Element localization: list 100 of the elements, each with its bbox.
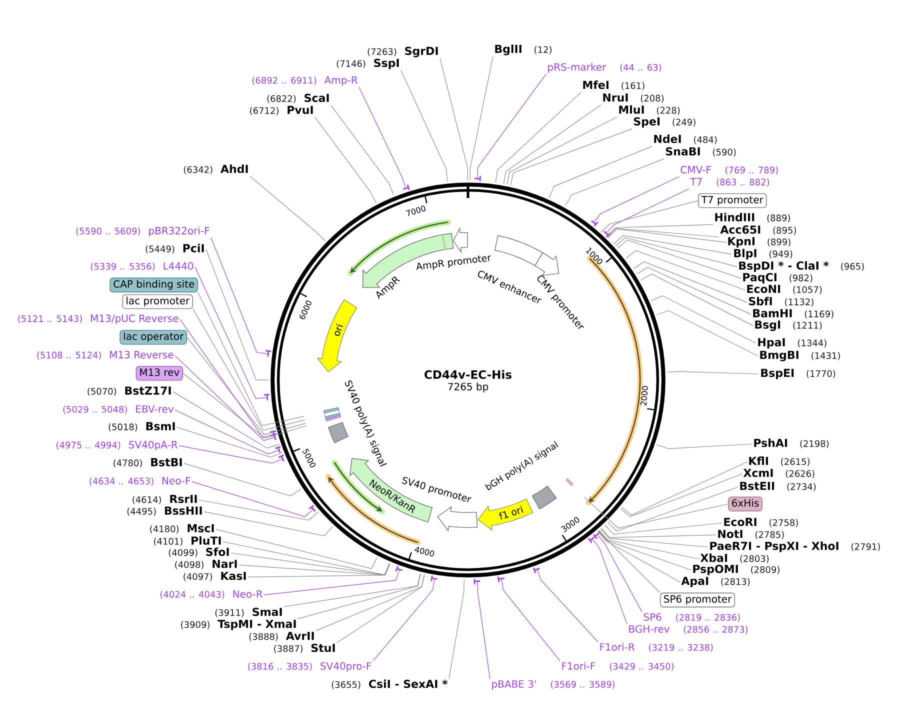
leader-line [400, 70, 448, 182]
enzyme-name: ApaI [681, 576, 708, 588]
leader-line [594, 176, 680, 222]
enzyme-name: HindIII [715, 212, 754, 222]
leader-line [600, 528, 708, 548]
site-position: (895) [773, 226, 796, 235]
leader-line [598, 530, 700, 560]
feature-tag: lac operator [120, 330, 187, 345]
leader-line [656, 310, 758, 356]
primer-range: (3569 .. 3589) [550, 680, 615, 689]
site-position: (484) [694, 136, 717, 144]
primer-name: BGH-rev [629, 625, 670, 633]
feature-tag: SP6 promoter [660, 592, 736, 608]
leader-line [192, 481, 314, 517]
primer-range: (4975 .. 4994) [56, 442, 120, 450]
enzyme-name: CsiI - SexAI * [368, 680, 448, 688]
primer-name: SV40pA-R [129, 440, 178, 450]
leader-line [230, 552, 390, 576]
leader-line [604, 522, 722, 534]
site-position: (2626) [786, 470, 814, 478]
site-position: (161) [622, 82, 644, 90]
primer-range: (44 .. 63) [620, 64, 662, 72]
leader-line [298, 574, 422, 619]
site-position: (208) [640, 94, 664, 103]
leader-line [182, 372, 307, 438]
enzyme-name: BglII [495, 44, 522, 56]
scale-label: 7000 [406, 206, 426, 216]
feature-tag: 6xHis [728, 496, 762, 512]
primer-name: T7 [690, 178, 702, 186]
scale-label: 4000 [414, 546, 434, 556]
leader-line [477, 74, 546, 178]
site-position: (7263) [368, 48, 396, 56]
primer-name: M13 Reverse [110, 350, 174, 358]
enzyme-name: SnaBI [666, 147, 700, 156]
leader-line [316, 574, 425, 631]
enzyme-name: TspMI - XmaI [218, 620, 296, 630]
leader-line [633, 261, 748, 303]
leader-line [284, 573, 421, 607]
site-position: (2734) [787, 483, 816, 492]
enzyme-name: SfoI [206, 548, 229, 556]
leader-line [606, 188, 690, 234]
site-position: (590) [713, 148, 736, 157]
enzyme-name: PaeR7I - PspXI - XhoI [710, 542, 838, 552]
site-position: (982) [790, 274, 812, 282]
primer-name: Neo-F [162, 477, 190, 484]
enzyme-name: BamHI [753, 309, 792, 318]
site-position: (4099) [168, 549, 198, 558]
leader-line [584, 496, 728, 528]
primer-range: (3816 .. 3835) [248, 662, 312, 671]
primer-range: (4634 .. 4653) [90, 478, 154, 486]
site-position: (12) [534, 46, 552, 54]
leader-line [264, 570, 400, 596]
leader-line [250, 176, 326, 242]
leader-line [616, 237, 738, 267]
primer-range: (863 .. 882) [716, 178, 770, 187]
enzyme-name: PaqCI [743, 273, 776, 284]
leader-line [608, 228, 726, 243]
primer-range: (5590 .. 5609) [76, 228, 140, 236]
enzyme-name: AhdI [220, 164, 248, 174]
enzyme-name: PciI [183, 244, 204, 252]
primer-name: pRS-marker [548, 63, 606, 73]
enzyme-name: NarI [212, 560, 237, 568]
leader-line [180, 319, 274, 438]
leader-line [598, 530, 692, 570]
enzyme-name: NruI [603, 93, 628, 102]
primer-range: (5121 .. 5143) [18, 315, 82, 324]
site-position: (6342) [184, 166, 212, 174]
primer-name: SV40pro-F [320, 662, 372, 672]
primer-name: EBV-rev [136, 405, 174, 413]
leader-line [548, 146, 652, 198]
enzyme-name: BsgI [755, 320, 780, 331]
primer-range: (2819 .. 2836) [676, 614, 740, 622]
enzyme-name: StuI [311, 644, 335, 652]
site-position: (1431) [812, 352, 840, 360]
leader-line [174, 355, 274, 441]
site-position: (965) [841, 262, 864, 271]
leader-line [194, 266, 267, 399]
leader-line [537, 570, 598, 642]
primer-name: pBR322ori-F [149, 226, 210, 236]
enzyme-name: KpnI [728, 237, 754, 248]
leader-line [477, 582, 490, 680]
leader-line [210, 237, 268, 354]
site-position: (4614) [132, 496, 161, 504]
site-position: (228) [657, 106, 680, 115]
site-position: (3888) [249, 633, 278, 642]
leader-line [495, 92, 582, 183]
enzyme-name: XbaI [700, 554, 728, 562]
leader-line [448, 579, 464, 679]
leader-line [336, 574, 425, 643]
enzyme-name: EcoRI [724, 518, 756, 526]
site-position: (1770) [806, 370, 836, 378]
enzyme-name: PspOMI [693, 564, 738, 576]
leader-line [503, 104, 602, 184]
leader-line [621, 462, 748, 516]
enzyme-name: SspI [374, 58, 399, 70]
site-position: (5070) [88, 388, 116, 396]
site-position: (2198) [800, 440, 829, 448]
leader-line [608, 486, 738, 532]
leader-line [650, 295, 756, 344]
enzyme-name: SmaI [252, 608, 282, 616]
